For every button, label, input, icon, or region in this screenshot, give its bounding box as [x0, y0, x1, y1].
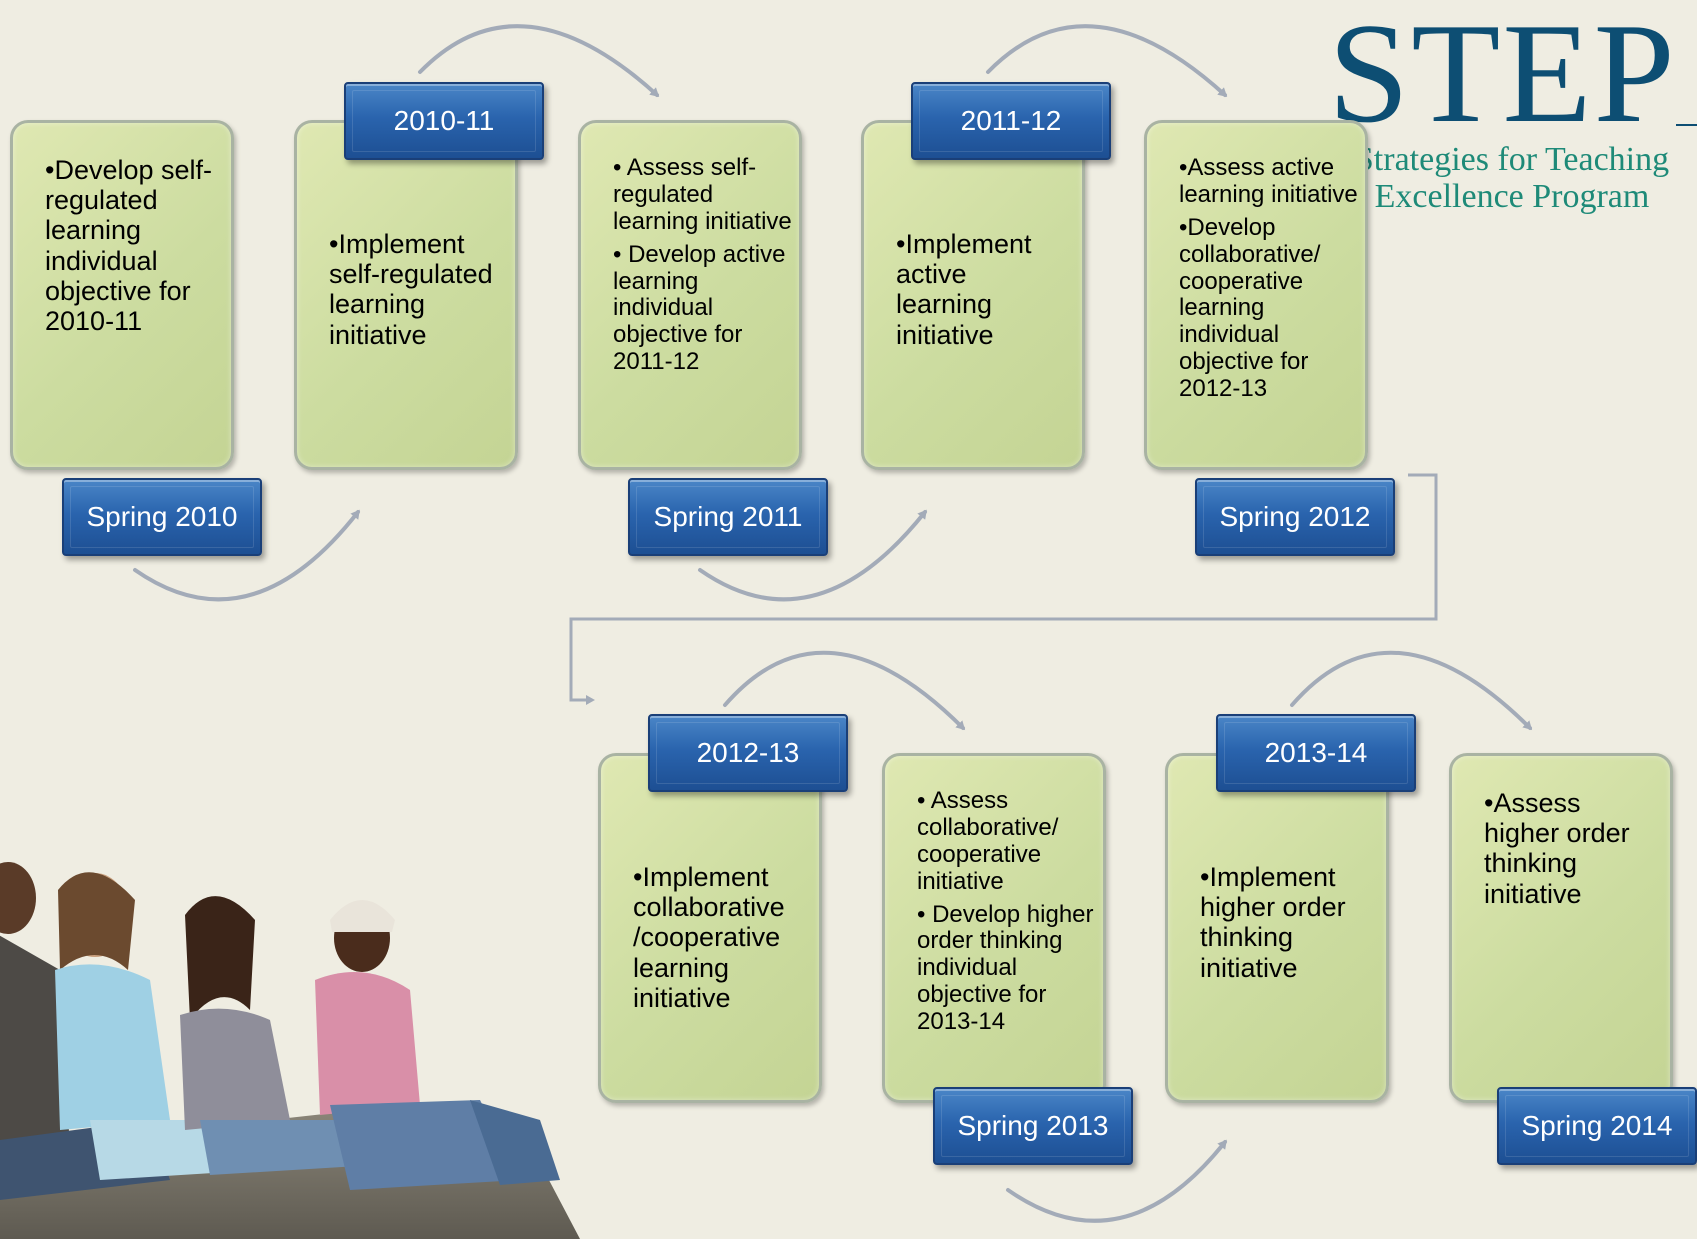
card-text: •Assess higher order thinking initiative: [1484, 788, 1630, 909]
card-text: •Develop collaborative/ cooperative lear…: [1179, 213, 1321, 402]
arc-bottom-1: [133, 509, 360, 602]
step-card-1: •Develop self-regulated learning individ…: [10, 120, 234, 470]
card-text: • Assess self-regulated learning initiat…: [613, 154, 792, 235]
arc-top-2: [986, 24, 1228, 98]
arc-bottom-3: [1006, 1139, 1227, 1223]
step-card-2: •Implement self-regulated learning initi…: [294, 120, 518, 470]
year-tag-2011-12: 2011-12: [911, 82, 1111, 160]
arc-top-4: [1290, 650, 1533, 731]
card-text: •Implement self-regulated learning initi…: [329, 229, 493, 350]
step-card-7: • Assess collaborative/ cooperative init…: [882, 753, 1106, 1103]
step-card-5: •Assess active learning initiative •Deve…: [1144, 120, 1368, 470]
logo-tagline-line2: Excellence Program: [1374, 177, 1650, 215]
card-text: •Implement higher order thinking initiat…: [1200, 862, 1346, 983]
logo-wordmark: STEP: [1328, 0, 1677, 153]
students-sitting-photo: [0, 862, 580, 1239]
card-text: • Develop higher order thinking individu…: [917, 900, 1094, 1035]
row-connector: [569, 473, 1438, 705]
step-card-3: • Assess self-regulated learning initiat…: [578, 120, 802, 470]
logo-tagline: Strategies for Teaching Excellence Progr…: [1352, 141, 1672, 215]
card-text: • Develop active learning individual obj…: [613, 240, 786, 376]
card-text: •Implement collaborative /cooperative le…: [633, 862, 785, 1013]
year-tag-2013-14: 2013-14: [1216, 714, 1416, 792]
card-text: •Implement active learning initiative: [896, 229, 1032, 350]
logo-rule: [1676, 124, 1697, 126]
step-card-4: •Implement active learning initiative: [861, 120, 1085, 470]
arc-top-1: [418, 24, 660, 98]
card-text: •Assess active learning initiative: [1179, 154, 1358, 208]
term-tag-spring-2011: Spring 2011: [628, 478, 828, 556]
arc-top-3: [723, 650, 966, 731]
step-card-8: •Implement higher order thinking initiat…: [1165, 753, 1389, 1103]
term-tag-spring-2014: Spring 2014: [1497, 1087, 1697, 1165]
card-text: • Assess collaborative/ cooperative init…: [917, 787, 1059, 895]
term-tag-spring-2010: Spring 2010: [62, 478, 262, 556]
year-tag-2012-13: 2012-13: [648, 714, 848, 792]
logo-tagline-line1: Strategies for Teaching: [1354, 141, 1670, 178]
step-card-6: •Implement collaborative /cooperative le…: [598, 753, 822, 1103]
step-card-9: •Assess higher order thinking initiative: [1449, 753, 1673, 1103]
arc-bottom-2: [698, 509, 927, 602]
term-tag-spring-2013: Spring 2013: [933, 1087, 1133, 1165]
term-tag-spring-2012: Spring 2012: [1195, 478, 1395, 556]
year-tag-2010-11: 2010-11: [344, 82, 544, 160]
card-text: •Develop self-regulated learning individ…: [45, 155, 213, 337]
